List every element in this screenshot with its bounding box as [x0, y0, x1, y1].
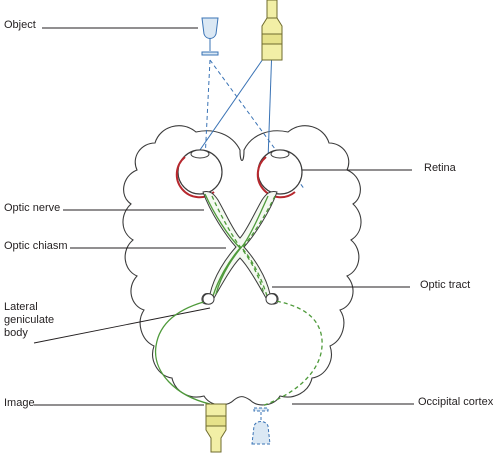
right-lgb [265, 293, 278, 305]
occipital-cortex-label: Occipital cortex [418, 396, 494, 408]
lateral-geniculate-body-label: Lateral geniculate body [4, 301, 55, 339]
object-label: Object [4, 19, 36, 31]
optic-nerve-label: Optic nerve [4, 202, 61, 214]
solid-visual-pathway [154, 193, 269, 405]
wine-glass-object-icon [201, 17, 219, 56]
left-lgb [202, 293, 215, 305]
right-lens [270, 149, 290, 159]
lateral-geniculate-bodies [202, 293, 278, 305]
ray-solid-bottle-left-eye [192, 45, 273, 161]
right-eye [256, 149, 303, 199]
bottle-object-icon [261, 0, 283, 61]
image-label: Image [4, 397, 35, 409]
left-eye [175, 149, 223, 199]
ray-solid-bottle-right-eye [267, 45, 273, 161]
right-retina [256, 156, 296, 199]
retina-label: Retina [424, 162, 456, 174]
dashed-visual-pathway [211, 195, 323, 407]
left-lens [190, 149, 210, 159]
brain-outline [122, 125, 362, 406]
ray-dashed-glass-left-eye [204, 59, 211, 161]
optic-chiasm-label: Optic chiasm [4, 240, 68, 252]
optic-tract-label: Optic tract [420, 279, 471, 291]
lgb-leader [33, 307, 211, 344]
bottle-image-icon [205, 403, 227, 453]
glass-image-icon [251, 407, 271, 445]
leader-lines [33, 27, 414, 406]
